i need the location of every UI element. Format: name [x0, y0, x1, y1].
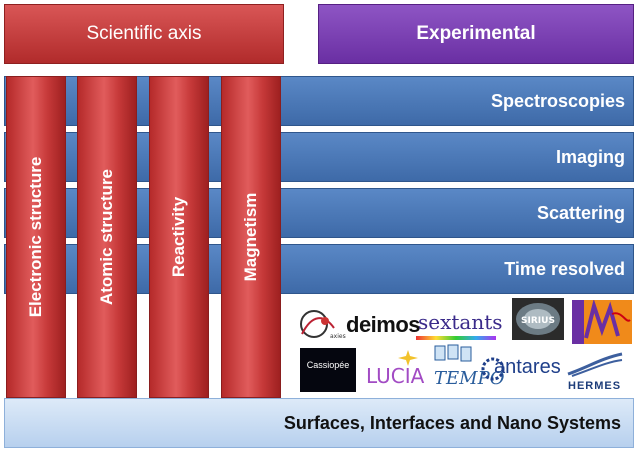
sextants-rainbow-bar [416, 336, 496, 340]
orange-purple-logo [572, 300, 632, 344]
cassiopee-label: Cassiopée [306, 360, 350, 370]
lucia-logo: LUCIA [366, 364, 425, 388]
svg-text:axies: axies [330, 333, 346, 340]
column-label: Magnetism [241, 192, 260, 282]
column-atomic-structure: Atomic structure [77, 76, 137, 398]
scientific-axis-header: Scientific axis [4, 4, 284, 64]
svg-text:SIRIUS: SIRIUS [521, 316, 555, 326]
tempo-logo: TEMPO [434, 368, 505, 389]
column-label: Atomic structure [97, 168, 116, 306]
base-surfaces-interfaces: Surfaces, Interfaces and Nano Systems [4, 398, 634, 448]
column-reactivity: Reactivity [149, 76, 209, 398]
column-label: Reactivity [169, 196, 188, 278]
antares-dots-icon [481, 357, 505, 381]
deimos-logo: deimos [346, 312, 421, 337]
sirius-logo: SIRIUS [512, 298, 564, 340]
hermes-wing-icon [567, 352, 623, 377]
hermes-logo: HERMES [568, 380, 622, 392]
experimental-header: Experimental [318, 4, 634, 64]
cassiopee-logo: Cassiopée [300, 348, 356, 392]
beamline-logos: axies deimos sextants SIRIUS Cassiopée L… [290, 298, 634, 398]
column-magnetism: Magnetism [221, 76, 281, 398]
sextants-logo: sextants [418, 310, 503, 334]
column-electronic-structure: Electronic structure [6, 76, 66, 398]
star-icon [398, 350, 418, 366]
antares-logo: antares [494, 356, 561, 378]
galaxies-logo: axies [300, 310, 346, 340]
column-label: Electronic structure [26, 156, 45, 318]
tempo-frames-icon [434, 344, 472, 362]
